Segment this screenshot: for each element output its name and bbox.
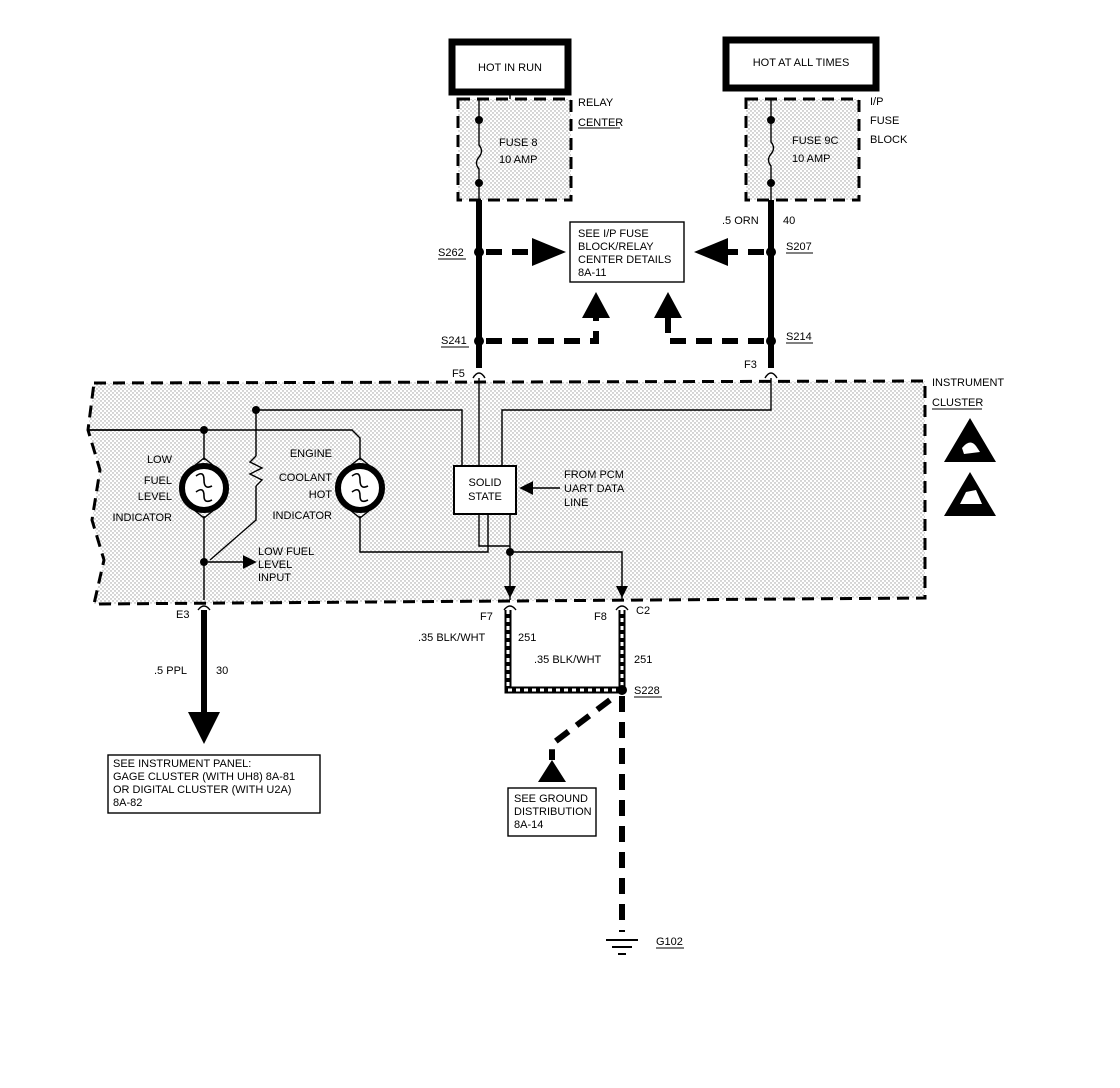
connector-f7: F7	[480, 605, 517, 623]
fuse-9c-rating: 10 AMP	[792, 153, 831, 165]
wire-30-gauge: .5 PPL	[154, 665, 187, 677]
svg-text:S214: S214	[786, 331, 812, 343]
arrow-right-icon	[532, 238, 566, 266]
solid-state-module: SOLID STATE	[453, 465, 517, 515]
svg-text:8A-82: 8A-82	[113, 797, 142, 809]
splice-s241: S241	[441, 335, 484, 348]
hot-at-all-times-box: HOT AT ALL TIMES	[722, 36, 880, 92]
svg-text:C2: C2	[636, 605, 650, 617]
wire-251b-circuit: 251	[634, 654, 652, 666]
svg-text:E3: E3	[176, 609, 189, 621]
hot-in-run-label: HOT IN RUN	[478, 62, 542, 74]
engine-coolant-label-3: HOT	[309, 489, 333, 501]
wire-40-gauge: .5 ORN	[722, 215, 759, 227]
svg-text:DISTRIBUTION: DISTRIBUTION	[514, 806, 592, 818]
svg-text:S262: S262	[438, 247, 464, 259]
ground-g102-label: G102	[656, 936, 683, 948]
fuse-9c-name: FUSE 9C	[792, 135, 839, 147]
ip-fuse-block-label-1: I/P	[870, 96, 883, 108]
svg-text:CENTER DETAILS: CENTER DETAILS	[578, 254, 671, 266]
svg-text:8A-11: 8A-11	[578, 267, 607, 279]
svg-text:SEE INSTRUMENT PANEL:: SEE INSTRUMENT PANEL:	[113, 758, 251, 770]
ip-fuse-block-label-2: FUSE	[870, 115, 899, 127]
svg-text:F7: F7	[480, 611, 493, 623]
arrow-left-icon	[694, 238, 728, 266]
connector-f3: F3	[744, 359, 778, 379]
svg-text:S241: S241	[441, 335, 467, 347]
svg-text:F3: F3	[744, 359, 757, 371]
from-pcm-label-2: UART DATA	[564, 483, 625, 495]
splice-s262: S262	[438, 247, 484, 260]
engine-coolant-label-2: COOLANT	[279, 472, 332, 484]
instrument-cluster-label-1: INSTRUMENT	[932, 377, 1004, 389]
see-ip-fuse-block-ref: SEE I/P FUSE BLOCK/RELAY CENTER DETAILS …	[569, 221, 685, 283]
low-fuel-input-label-3: INPUT	[258, 572, 291, 584]
splice-s228: S228	[617, 685, 662, 698]
relay-center-label-2: CENTER	[578, 117, 623, 129]
see-ground-distribution-ref: SEE GROUND DISTRIBUTION 8A-14	[507, 787, 597, 837]
connector-e3: E3	[176, 605, 211, 621]
svg-text:OR DIGITAL CLUSTER (WITH U2A): OR DIGITAL CLUSTER (WITH U2A)	[113, 784, 291, 796]
fuse-8-name: FUSE 8	[499, 137, 538, 149]
relay-center-label-1: RELAY	[578, 97, 614, 109]
engine-coolant-hot-lamp	[335, 457, 385, 519]
fuse-8-symbol	[475, 120, 483, 183]
relay-center-fuse-box: FUSE 8 10 AMP RELAY CENTER	[456, 97, 623, 202]
svg-text:SEE GROUND: SEE GROUND	[514, 793, 588, 805]
wire-30-circuit: 30	[216, 665, 228, 677]
ip-fuse-block-label-3: BLOCK	[870, 134, 908, 146]
esd-warning-icon	[944, 418, 996, 462]
esd-hand-icon	[944, 472, 996, 516]
svg-text:GAGE CLUSTER (WITH UH8) 8A-81: GAGE CLUSTER (WITH UH8) 8A-81	[113, 771, 295, 783]
svg-text:BLOCK/RELAY: BLOCK/RELAY	[578, 241, 654, 253]
wire-40-circuit: 40	[783, 215, 795, 227]
hot-in-run-box: HOT IN RUN	[448, 38, 572, 96]
arrow-up-icon	[582, 292, 610, 318]
wire-251a-gauge: .35 BLK/WHT	[418, 632, 486, 644]
svg-text:S228: S228	[634, 685, 660, 697]
low-fuel-label-3: LEVEL	[138, 491, 172, 503]
svg-text:SOLID: SOLID	[468, 477, 501, 489]
instrument-cluster-label-2: CLUSTER	[932, 397, 983, 409]
low-fuel-input-label-2: LEVEL	[258, 559, 292, 571]
svg-text:F5: F5	[452, 368, 465, 380]
see-instrument-panel-ref: SEE INSTRUMENT PANEL: GAGE CLUSTER (WITH…	[107, 754, 321, 814]
svg-text:8A-14: 8A-14	[514, 819, 543, 831]
fuse-8-rating: 10 AMP	[499, 154, 538, 166]
engine-coolant-label-1: ENGINE	[290, 448, 332, 460]
wire-251a-circuit: 251	[518, 632, 536, 644]
splice-s207: S207	[766, 241, 813, 257]
hot-at-all-times-label: HOT AT ALL TIMES	[753, 57, 850, 69]
arrow-down-icon	[188, 712, 220, 744]
low-fuel-label-2: FUEL	[144, 475, 172, 487]
connector-f8: F8 C2	[594, 605, 650, 623]
ground-icon	[606, 939, 638, 955]
svg-text:S207: S207	[786, 241, 812, 253]
arrow-up-icon	[538, 760, 566, 782]
engine-coolant-label-4: INDICATOR	[273, 510, 333, 522]
low-fuel-label-4: INDICATOR	[113, 512, 173, 524]
low-fuel-label-1: LOW	[147, 454, 173, 466]
svg-text:STATE: STATE	[468, 491, 502, 503]
svg-text:SEE I/P FUSE: SEE I/P FUSE	[578, 228, 649, 240]
arrow-up-icon	[654, 292, 682, 318]
connector-f5: F5	[452, 368, 486, 380]
wire-251b-gauge: .35 BLK/WHT	[534, 654, 602, 666]
svg-text:F8: F8	[594, 611, 607, 623]
fuse-9c-symbol	[767, 120, 775, 183]
splice-s214: S214	[766, 331, 813, 346]
low-fuel-input-label-1: LOW FUEL	[258, 546, 314, 558]
ip-fuse-block-box: FUSE 9C 10 AMP I/P FUSE BLOCK	[744, 96, 908, 202]
from-pcm-label-3: LINE	[564, 497, 588, 509]
from-pcm-label-1: FROM PCM	[564, 469, 624, 481]
low-fuel-level-lamp	[179, 457, 229, 519]
